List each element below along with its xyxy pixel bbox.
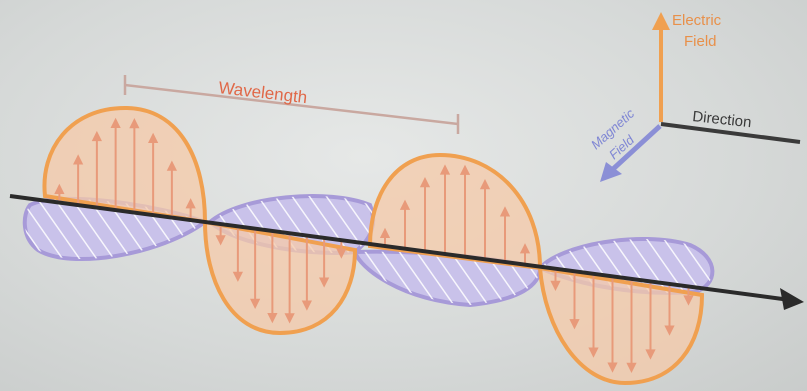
- wavelength-label: Wavelength: [218, 78, 309, 107]
- axis-arrowhead-icon: [780, 288, 804, 310]
- electric-lobe: [370, 155, 540, 268]
- electric-field-label-line2: Field: [684, 33, 717, 50]
- electric-field-label-line1: Electric: [672, 12, 722, 29]
- electric-direction-arrow-icon: [652, 12, 670, 30]
